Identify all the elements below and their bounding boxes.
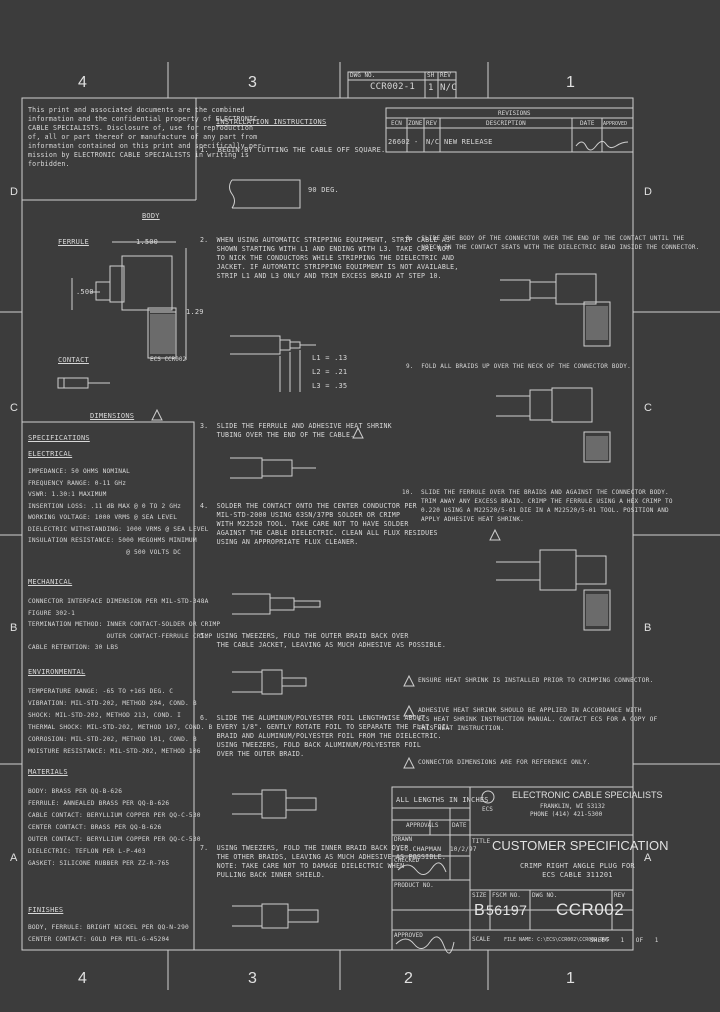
zone-right-b: B	[644, 622, 652, 634]
step-1: 1. BEGIN BY CUTTING THE CABLE OFF SQUARE…	[200, 146, 386, 154]
note-1: ENSURE HEAT SHRINK IS INSTALLED PRIOR TO…	[418, 677, 654, 684]
size-label: SIZE	[472, 892, 487, 899]
drawn-date: 10/2/97	[450, 846, 477, 853]
step-1-deg: 90 DEG.	[308, 186, 339, 194]
specs-mechanical: MECHANICAL	[28, 578, 73, 586]
company-addr-1: FRANKLIN, WI 53132	[540, 803, 606, 810]
install-heading: INSTALLATION INSTRUCTIONS	[216, 118, 327, 126]
rev-col-zone: ZONE	[408, 120, 423, 127]
dim-l2: L2 = .21	[312, 368, 348, 376]
top-dwg-label: DWG NO.	[350, 72, 376, 79]
zone-left-b: B	[10, 622, 18, 634]
sheet-info: SHEET 1 OF 1	[590, 937, 659, 944]
zone-bottom-3: 3	[248, 970, 257, 987]
dim-l3: L3 = .35	[312, 382, 348, 390]
top-sh-label: SH	[427, 72, 435, 79]
dim-1500: 1.500	[136, 238, 159, 246]
note-3: CONNECTOR DIMENSIONS ARE FOR REFERENCE O…	[418, 759, 591, 766]
dwg-no-label: DWG NO.	[532, 892, 558, 899]
company-addr-2: PHONE (414) 421-5300	[530, 811, 603, 818]
top-rev: N/C	[440, 83, 457, 93]
document-subtitle: CRIMP RIGHT ANGLE PLUG FOR ECS CABLE 311…	[520, 862, 635, 879]
step-3: 3. SLIDE THE FERRULE AND ADHESIVE HEAT S…	[200, 422, 392, 439]
ecs-marking: ECS CCR002	[150, 356, 187, 363]
dimensions-label: DIMENSIONS	[90, 412, 135, 420]
specs-environmental: ENVIRONMENTAL	[28, 668, 86, 676]
dim-l1: L1 = .13	[312, 354, 348, 362]
zone-bottom-1: 1	[566, 970, 575, 987]
step-5: 5. USING TWEEZERS, FOLD THE OUTER BRAID …	[200, 632, 447, 649]
step-10: 10. SLIDE THE FERRULE OVER THE BRAIDS AN…	[402, 489, 673, 523]
rev-col-date: DATE	[580, 120, 595, 127]
ecs-logo: ECS	[482, 806, 493, 813]
dim-129: 1.29	[186, 308, 204, 316]
specs-materials-lines: BODY: BRASS PER QQ-B-626 FERRULE: ANNEAL…	[28, 788, 201, 867]
rev-row-rev: N/C	[426, 138, 440, 146]
dwg-no-value: CCR002	[556, 900, 625, 919]
specs-electrical: ELECTRICAL	[28, 450, 73, 458]
revisions-heading: REVISIONS	[498, 110, 531, 117]
step-6: 6. SLIDE THE ALUMINUM/POLYESTER FOIL LEN…	[200, 714, 451, 758]
document-title: CUSTOMER SPECIFICATION	[492, 838, 669, 853]
zone-top-3: 3	[248, 74, 257, 91]
note-2: ADHESIVE HEAT SHRINK SHOULD BE APPLIED I…	[418, 707, 658, 732]
specs-finishes-lines: BODY, FERRULE: BRIGHT NICKEL PER QQ-N-29…	[28, 924, 189, 943]
top-dwg-no: CCR002-1	[370, 82, 415, 92]
approvals-label: APPROVALS	[406, 822, 439, 829]
dim-500: .500	[76, 288, 94, 296]
title-label: TITLE	[472, 838, 491, 845]
fscm-label: FSCM NO.	[492, 892, 521, 899]
approved-label: APPROVED	[394, 932, 423, 939]
drawn-label: DRAWN	[394, 836, 413, 843]
ferrule-label: FERRULE	[58, 238, 89, 246]
company-name: ELECTRONIC CABLE SPECIALISTS	[512, 790, 663, 800]
step-4: 4. SOLDER THE CONTACT ONTO THE CENTER CO…	[200, 502, 438, 546]
top-sh: 1	[428, 83, 434, 93]
file-name: FILE NAME: C:\ECS\CCR002\CCR002.DWG	[504, 937, 610, 943]
zone-left-d: D	[10, 186, 18, 198]
step-7: 7. USING TWEEZERS, FOLD THE INNER BRAID …	[200, 844, 447, 879]
product-label: PRODUCT NO.	[394, 882, 434, 889]
specs-heading: SPECIFICATIONS	[28, 434, 90, 442]
zone-right-a: A	[644, 852, 652, 864]
zone-top-1: 1	[566, 74, 575, 91]
top-rev-label: REV	[440, 72, 451, 79]
step-9: 9. FOLD ALL BRAIDS UP OVER THE NECK OF T…	[406, 363, 631, 370]
zone-right-d: D	[644, 186, 652, 198]
all-lengths: ALL LENGTHS IN INCHES	[396, 796, 489, 804]
rev-col-description: DESCRIPTION	[486, 120, 526, 127]
specs-finishes: FINISHES	[28, 906, 64, 914]
specs-materials: MATERIALS	[28, 768, 68, 776]
zone-bottom-2: 2	[404, 970, 413, 987]
zone-left-a: A	[10, 852, 18, 864]
drawn-name: J.C.CHAPMAN	[396, 845, 442, 853]
specs-electrical-lines: IMPEDANCE: 50 OHMS NOMINAL FREQUENCY RAN…	[28, 468, 209, 556]
fscm-value: 56197	[486, 902, 528, 918]
step-2: 2. WHEN USING AUTOMATIC STRIPPING EQUIPM…	[200, 236, 459, 280]
scale-label: SCALE	[472, 936, 491, 943]
rev-row-zone: -	[414, 138, 419, 146]
zone-top-4: 4	[78, 74, 87, 91]
date-label: DATE	[452, 822, 467, 829]
specs-environmental-lines: TEMPERATURE RANGE: -65 TO +165 DEG. C VI…	[28, 688, 213, 755]
contact-label: CONTACT	[58, 356, 89, 364]
proprietary-notice: This print and associated documents are …	[28, 106, 266, 168]
size-value: B	[474, 902, 486, 919]
specs-mechanical-lines: CONNECTOR INTERFACE DIMENSION PER MIL-ST…	[28, 598, 221, 651]
step-8: 8. SLIDE THE BODY OF THE CONNECTOR OVER …	[406, 235, 700, 251]
zone-left-c: C	[10, 402, 18, 414]
rev-col-ecn: ECN	[391, 120, 402, 127]
checked-label: CHECKED	[394, 857, 420, 864]
rev-col-rev: REV	[426, 120, 437, 127]
rev-col-approved: APPROVED	[603, 121, 628, 127]
zone-bottom-4: 4	[78, 970, 87, 987]
rev-label: REV	[614, 892, 625, 899]
zone-right-c: C	[644, 402, 652, 414]
rev-row-description: NEW RELEASE	[444, 138, 493, 146]
body-label: BODY	[142, 212, 160, 220]
rev-row-ecn: 26602	[388, 138, 411, 146]
